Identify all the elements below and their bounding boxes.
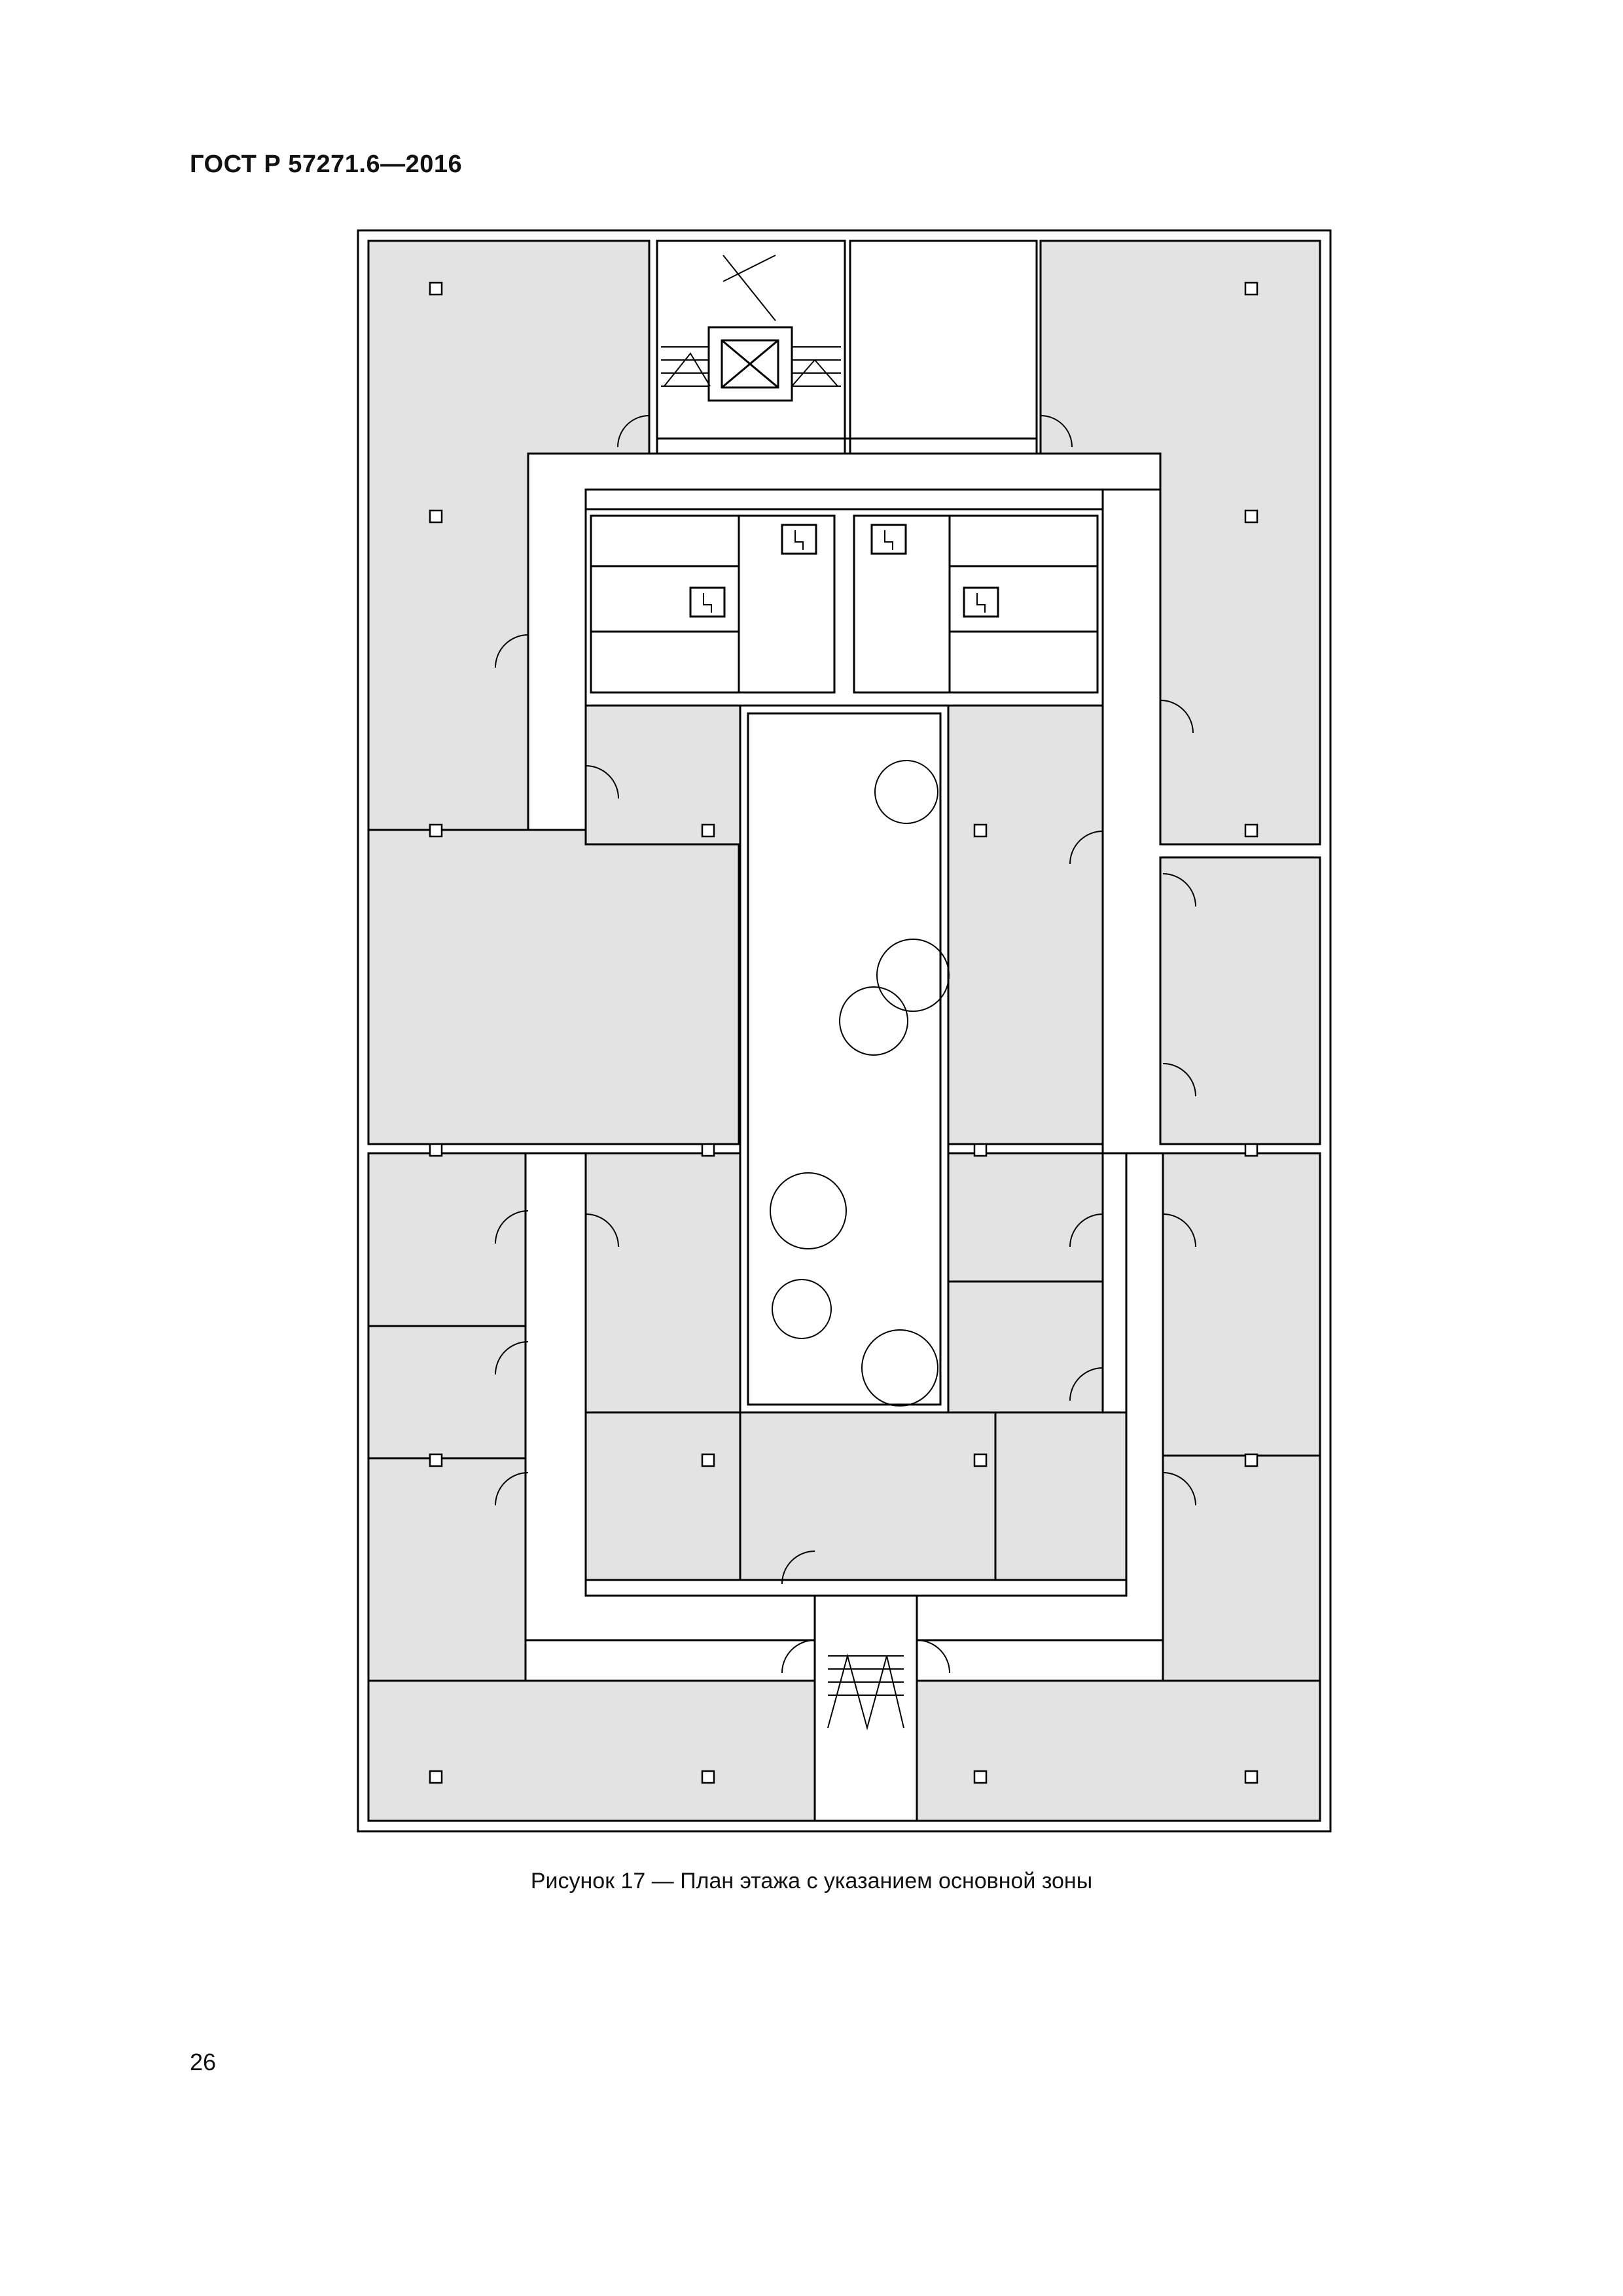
- page-number: 26: [190, 2049, 217, 2075]
- column-icon: [429, 281, 1258, 1784]
- floor-plan: [357, 229, 1332, 1833]
- atrium: [739, 704, 950, 1414]
- service-block: [584, 508, 1104, 707]
- primary-zones: [367, 240, 1321, 1822]
- figure-caption: Рисунок 17 — План этажа с указанием осно…: [530, 1869, 1093, 1893]
- plant-icon: [770, 760, 950, 1407]
- electrical-panel-icon: [689, 524, 999, 618]
- door-swing-icon: [495, 415, 1196, 1674]
- document-header: ГОСТ Р 57271.6—2016: [190, 151, 463, 178]
- bottom-core: [813, 1594, 918, 1822]
- top-core: [656, 240, 1038, 455]
- stair-icon: [827, 1653, 904, 1731]
- stair-icon: [661, 255, 841, 387]
